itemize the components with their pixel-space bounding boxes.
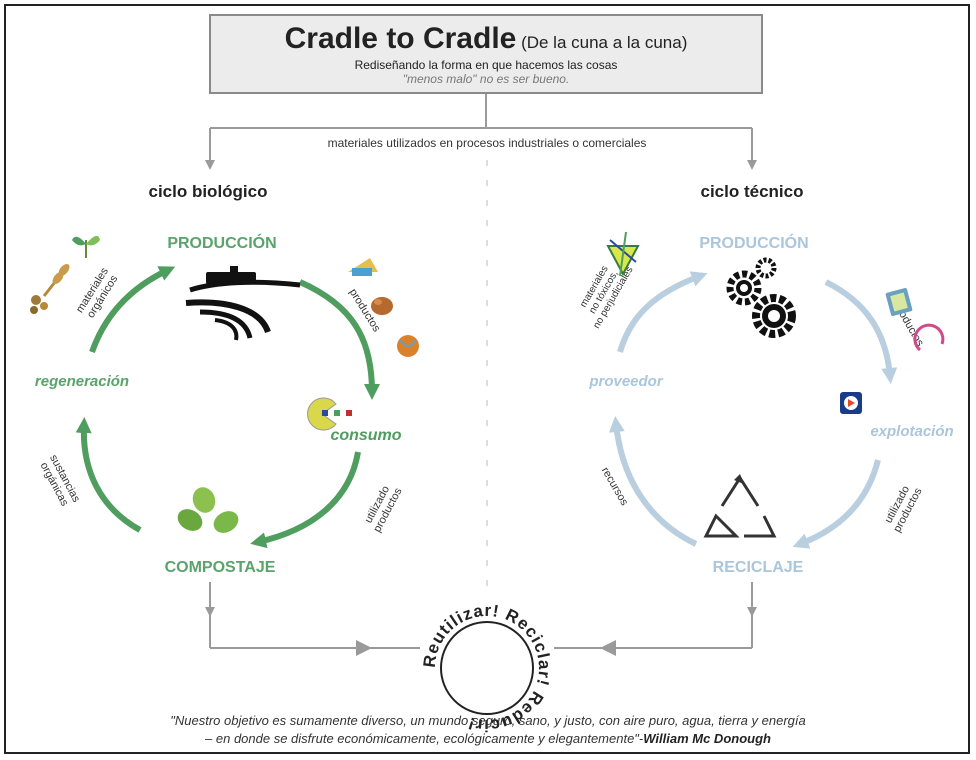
tech-arrow-reciclaje-proveedor (608, 416, 698, 547)
quote-line-2-text: – en donde se disfrute económicamente, e… (205, 731, 644, 746)
food-icon (371, 297, 393, 315)
triangle-molecule-icon (606, 231, 640, 277)
title-main: Cradle to Cradle (284, 22, 517, 55)
tablet-icon (885, 288, 913, 316)
bio-produccion-label: PRODUCCIÓN (167, 233, 276, 252)
bio-arrow-regeneracion-produccion (89, 266, 176, 353)
bio-sustancias-label: sustancias orgánicas (38, 453, 83, 509)
recycle-icon (703, 474, 777, 538)
top-connectors (205, 94, 757, 170)
fruit-icon (397, 335, 419, 357)
bio-compostaje-label: COMPOSTAJE (165, 559, 276, 576)
tech-cycle-title: ciclo técnico (701, 182, 804, 201)
bio-arrow-compostaje-regeneracion (75, 417, 142, 533)
tech-cycle: PRODUCCIÓN explotación RECICLAJE proveed… (578, 231, 954, 576)
tech-arrow-produccion-explotacion (824, 279, 898, 384)
tractor-field-icon (185, 266, 301, 341)
bread-icon (348, 258, 378, 276)
title-subtitle: (De la cuna a la cuna) (516, 33, 688, 52)
footer-quote: "Nuestro objetivo es sumamente diverso, … (0, 712, 976, 748)
bottom-connectors (205, 582, 757, 656)
tech-explotacion-label: explotación (870, 423, 953, 440)
seeds-icon (30, 295, 48, 314)
bio-arrow-produccion-consumo (298, 279, 380, 400)
quote-author: William Mc Donough (643, 731, 771, 746)
tech-proveedor-label: proveedor (588, 373, 664, 390)
tech-utilizado-label: utilizado productos (883, 484, 925, 534)
compost-leaves-icon (177, 487, 239, 533)
bio-consumo-label: consumo (330, 427, 401, 444)
quote-line-1: "Nuestro objetivo es sumamente diverso, … (170, 713, 806, 728)
header-tagline: "menos malo" no es ser bueno. (402, 72, 570, 86)
shared-label: materiales utilizados en procesos indust… (328, 136, 647, 150)
play-button-icon (840, 392, 862, 414)
tech-reciclaje-label: RECICLAJE (713, 559, 804, 576)
page-title: Cradle to Cradle (De la cuna a la cuna) (211, 22, 761, 56)
header-subtitle: Rediseñando la forma en que hacemos las … (354, 58, 618, 72)
tech-arrow-explotacion-reciclaje (792, 459, 881, 549)
headphones-icon (913, 323, 945, 352)
header-box: Cradle to Cradle (De la cuna a la cuna) … (209, 14, 763, 94)
bio-arrow-consumo-compostaje (250, 451, 361, 549)
shared-label-bg (262, 132, 712, 152)
gears-icon (726, 257, 796, 338)
bio-regeneracion-label: regeneración (35, 373, 129, 390)
bio-cycle-title: ciclo biológico (148, 182, 267, 201)
bio-cycle: PRODUCCIÓN consumo COMPOSTAJE regeneraci… (30, 233, 419, 576)
bio-utilizado-label: utilizado productos (363, 484, 405, 534)
tech-arrow-proveedor-produccion (617, 271, 708, 353)
tech-produccion-label: PRODUCCIÓN (699, 233, 808, 252)
wheat-icon (42, 264, 70, 297)
center-ring-circle (440, 621, 534, 715)
plant-sprout-icon (72, 235, 100, 258)
quote-line-2: – en donde se disfrute económicamente, e… (0, 730, 976, 748)
pacman-icon (307, 397, 352, 431)
